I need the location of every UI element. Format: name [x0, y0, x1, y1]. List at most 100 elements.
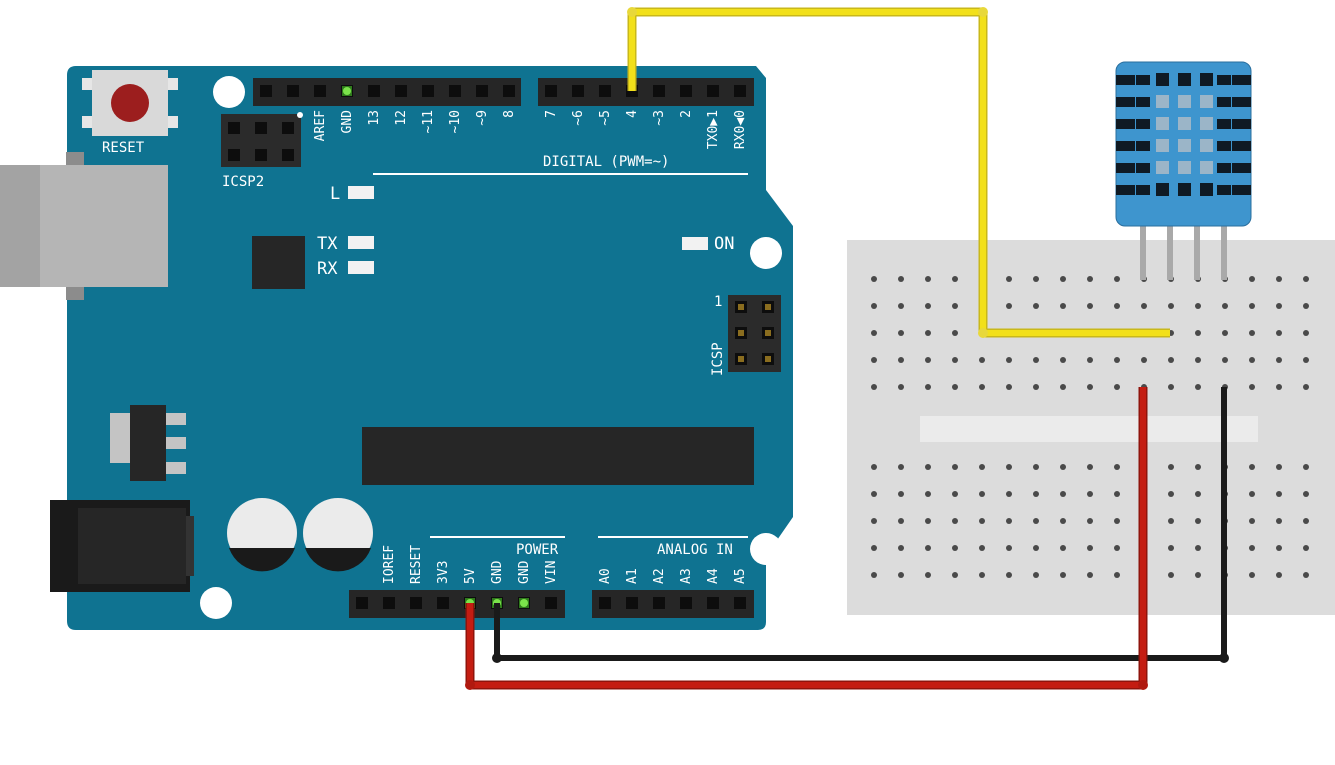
- breadboard-hole: [925, 545, 931, 551]
- breadboard-hole: [1114, 384, 1120, 390]
- breadboard-hole: [1114, 357, 1120, 363]
- mounting-hole: [750, 237, 782, 269]
- digital-pin-label: 8: [502, 110, 517, 118]
- analog-pin-label: A4: [706, 568, 721, 584]
- breadboard-hole: [925, 330, 931, 336]
- breadboard-hole: [1276, 276, 1282, 282]
- breadboard-hole: [1195, 384, 1201, 390]
- mounting-hole: [750, 533, 782, 565]
- breadboard-hole: [1222, 330, 1228, 336]
- breadboard-hole: [1168, 572, 1174, 578]
- breadboard-hole: [1114, 545, 1120, 551]
- breadboard-hole: [1060, 518, 1066, 524]
- power-pin: [410, 597, 422, 609]
- breadboard-hole: [1006, 491, 1012, 497]
- icsp-pin: [762, 327, 774, 339]
- digital-pin-label: TX0▶1: [706, 110, 721, 149]
- digital-label: DIGITAL (PWM=~): [543, 154, 669, 170]
- breadboard-hole: [952, 464, 958, 470]
- usb-chip: [252, 236, 305, 289]
- breadboard-hole: [1114, 464, 1120, 470]
- breadboard-hole: [979, 384, 985, 390]
- sensor-lead: [1194, 222, 1200, 280]
- breadboard-hole: [1276, 384, 1282, 390]
- power-pin-label: RESET: [409, 545, 424, 584]
- breadboard-hole: [1168, 491, 1174, 497]
- breadboard-hole: [1087, 491, 1093, 497]
- icsp2-header: [221, 112, 303, 167]
- breadboard-hole: [952, 303, 958, 309]
- usb-connector: [0, 152, 168, 300]
- analog-pin-label: A1: [625, 568, 640, 584]
- breadboard-hole: [1033, 545, 1039, 551]
- led-l: [348, 186, 374, 199]
- breadboard-hole: [1033, 572, 1039, 578]
- sensor-lead: [1140, 222, 1146, 280]
- breadboard-hole: [1168, 384, 1174, 390]
- breadboard-hole: [979, 518, 985, 524]
- digital-pin: [476, 85, 488, 97]
- digital-pin-label: GND: [340, 110, 355, 134]
- digital-pin: [449, 85, 461, 97]
- icsp-pin: [762, 301, 774, 313]
- digital-pin-label: ~5: [598, 110, 613, 126]
- breadboard-hole: [979, 545, 985, 551]
- breadboard-hole: [1195, 303, 1201, 309]
- reset-button[interactable]: [82, 70, 178, 136]
- breadboard-hole: [1303, 384, 1309, 390]
- breadboard-hole: [1087, 518, 1093, 524]
- power-pin-label: IOREF: [382, 545, 397, 584]
- breadboard-hole: [1033, 491, 1039, 497]
- icsp2-pin: [282, 122, 294, 134]
- analog-in-label: ANALOG IN: [657, 542, 733, 558]
- led-tx: [348, 236, 374, 249]
- breadboard-hole: [1060, 464, 1066, 470]
- icsp-pin: [762, 353, 774, 365]
- breadboard-hole: [1303, 330, 1309, 336]
- digital-pin: [341, 85, 353, 97]
- breadboard-hole: [1195, 545, 1201, 551]
- wire-signal: [627, 7, 1170, 338]
- breadboard-hole: [1033, 276, 1039, 282]
- breadboard-hole: [1060, 357, 1066, 363]
- breadboard: [847, 240, 1335, 615]
- breadboard-hole: [1087, 357, 1093, 363]
- breadboard-hole: [1195, 518, 1201, 524]
- breadboard-hole: [1114, 491, 1120, 497]
- analog-pin: [734, 597, 746, 609]
- breadboard-hole: [871, 303, 877, 309]
- digital-pin-label: ~6: [571, 110, 586, 126]
- breadboard-hole: [952, 276, 958, 282]
- breadboard-hole: [1006, 545, 1012, 551]
- breadboard-hole: [1168, 545, 1174, 551]
- wire-ground: [492, 387, 1229, 663]
- power-pin-label: 5V: [463, 568, 478, 584]
- power-pin: [356, 597, 368, 609]
- digital-pin-label: ~10: [448, 110, 463, 133]
- wire-vcc: [465, 387, 1148, 690]
- breadboard-hole: [1006, 357, 1012, 363]
- breadboard-hole: [1060, 491, 1066, 497]
- breadboard-hole: [871, 357, 877, 363]
- breadboard-hole: [1033, 518, 1039, 524]
- breadboard-hole: [1276, 572, 1282, 578]
- analog-pin-label: A2: [652, 568, 667, 584]
- breadboard-hole: [1087, 545, 1093, 551]
- digital-pin: [707, 85, 719, 97]
- digital-pin: [287, 85, 299, 97]
- breadboard-hole: [1195, 491, 1201, 497]
- led-on-label: ON: [714, 234, 734, 254]
- analog-pin-label: A5: [733, 568, 748, 584]
- capacitor: [227, 498, 297, 572]
- breadboard-hole: [1303, 545, 1309, 551]
- breadboard-hole: [1060, 572, 1066, 578]
- breadboard-hole: [1249, 545, 1255, 551]
- breadboard-hole: [1168, 357, 1174, 363]
- breadboard-hole: [925, 384, 931, 390]
- digital-pin: [503, 85, 515, 97]
- breadboard-hole: [1276, 491, 1282, 497]
- breadboard-hole: [1276, 464, 1282, 470]
- breadboard-hole: [1168, 303, 1174, 309]
- icsp-pin: [735, 353, 747, 365]
